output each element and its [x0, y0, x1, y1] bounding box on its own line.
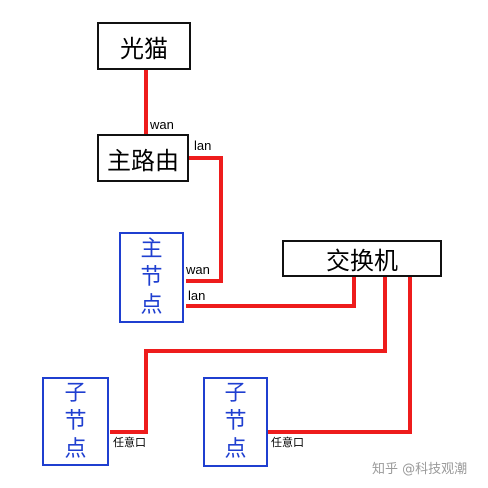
- sub-node-1-box: 子 节 点: [42, 377, 109, 466]
- switch-box: 交换机: [282, 240, 442, 277]
- wire-switch-subnode2: [268, 277, 412, 434]
- sub-node-2-char-1: 子: [224, 381, 247, 406]
- watermark: 知乎 @科技观潮: [372, 462, 468, 477]
- sub-node-2-char-3: 点: [224, 437, 247, 462]
- sub-node-2-box: 子 节 点: [203, 377, 268, 467]
- any-port-label-sub-node-1: 任意口: [113, 436, 146, 449]
- main-node-box: 主 节 点: [119, 232, 184, 323]
- wire-mainnode-switch: [186, 277, 356, 308]
- wan-label-modem-router: wan: [150, 117, 174, 132]
- sub-node-1-char-1: 子: [64, 380, 87, 406]
- main-node-char-1: 主: [140, 236, 163, 262]
- main-node-char-3: 点: [140, 292, 163, 318]
- wan-label-main-node: wan: [186, 262, 210, 277]
- main-router-box: 主路由: [97, 134, 189, 182]
- sub-node-1-char-3: 点: [64, 436, 87, 462]
- lan-label-router: lan: [194, 138, 212, 153]
- switch-label: 交换机: [326, 247, 398, 275]
- lan-label-main-node: lan: [188, 288, 206, 303]
- modem-box: 光猫: [97, 22, 191, 70]
- sub-node-2-char-2: 节: [224, 409, 247, 434]
- modem-label: 光猫: [120, 34, 168, 63]
- main-router-label: 主路由: [107, 146, 179, 175]
- wire-switch-subnode1: [110, 277, 387, 434]
- wire-router-mainnode: [186, 156, 223, 283]
- sub-node-1-char-2: 节: [64, 408, 87, 434]
- any-port-label-sub-node-2: 任意口: [271, 436, 304, 449]
- main-node-char-2: 节: [140, 264, 163, 290]
